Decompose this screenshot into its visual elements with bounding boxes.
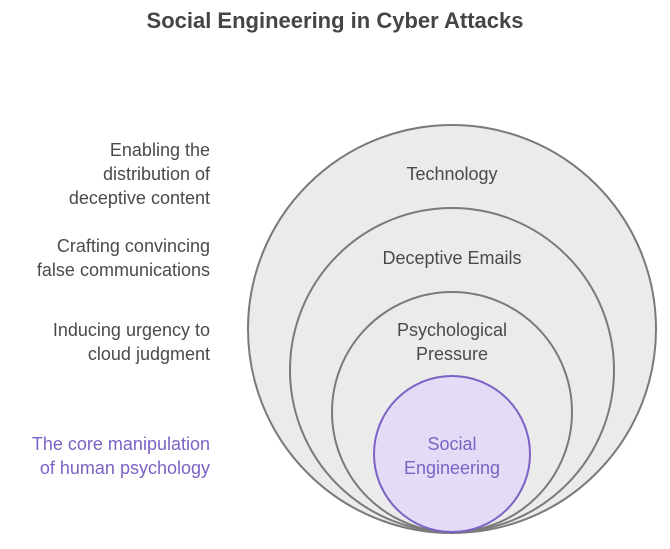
description-line: distribution of xyxy=(102,164,210,184)
description-technology: Enabling the distribution of deceptive c… xyxy=(0,138,210,210)
description-line: The core manipulation xyxy=(31,434,210,454)
description-deceptive-emails: Crafting convincing false communications xyxy=(0,234,210,282)
description-line: cloud judgment xyxy=(87,344,210,364)
label-social: Social xyxy=(427,434,476,454)
circle-social-engineering xyxy=(373,375,531,533)
description-line: Crafting convincing xyxy=(56,236,210,256)
description-line: Inducing urgency to xyxy=(52,320,210,340)
description-line: deceptive content xyxy=(68,188,210,208)
diagram-title: Social Engineering in Cyber Attacks xyxy=(146,8,524,33)
label-technology: Technology xyxy=(406,164,497,184)
label-deceptive-emails: Deceptive Emails xyxy=(382,248,521,268)
description-social-engineering: The core manipulation of human psycholog… xyxy=(0,432,210,480)
label-engineering: Engineering xyxy=(404,458,500,478)
label-pressure: Pressure xyxy=(416,344,488,364)
description-line: of human psychology xyxy=(39,458,210,478)
description-line: false communications xyxy=(36,260,210,280)
description-line: Enabling the xyxy=(109,140,210,160)
description-psychological-pressure: Inducing urgency to cloud judgment xyxy=(0,318,210,366)
label-psychological: Psychological xyxy=(397,320,507,340)
